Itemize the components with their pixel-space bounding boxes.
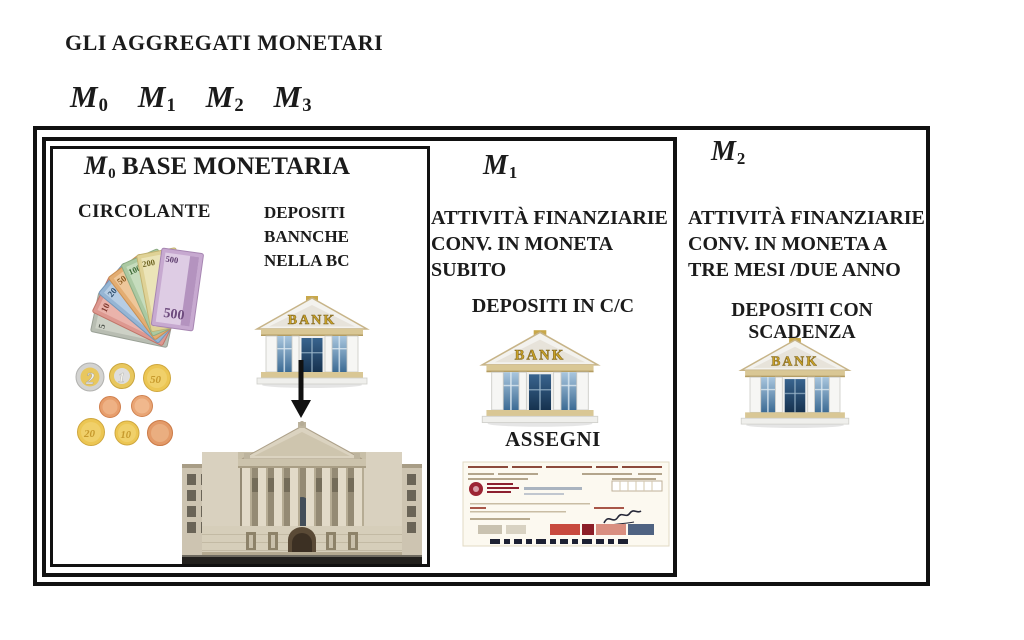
aggregate-m3: M3 bbox=[273, 79, 312, 117]
circolante-label: CIRCOLANTE bbox=[78, 201, 211, 222]
m0-deposits-label: DEPOSITI BANNCHE NELLA BC bbox=[264, 203, 350, 270]
coin-copper-3 bbox=[147, 420, 173, 446]
coin-copper-2 bbox=[131, 395, 153, 417]
coin-2-euro: 2 bbox=[75, 362, 105, 392]
bank-label: BANK bbox=[288, 313, 336, 328]
m1-heading: M1 bbox=[483, 150, 518, 183]
cheque-security-band bbox=[478, 524, 654, 535]
m1-description: ATTIVITÀ FINANZIARIE CONV. IN MONETA SUB… bbox=[431, 207, 668, 281]
aggregates-row: M0 M1 M2 M3 bbox=[70, 79, 312, 117]
m2-description: ATTIVITÀ FINANZIARIE CONV. IN MONETA A T… bbox=[688, 207, 925, 281]
svg-text:500: 500 bbox=[165, 254, 179, 266]
bank-label: BANK bbox=[771, 353, 818, 368]
banknote-500: 500 500 bbox=[150, 247, 204, 332]
svg-text:10: 10 bbox=[121, 430, 132, 441]
cheque-bank-logo bbox=[469, 482, 519, 496]
bank-label: BANK bbox=[515, 348, 566, 364]
bank-icon: BANK bbox=[479, 330, 601, 427]
svg-text:20: 20 bbox=[83, 428, 96, 440]
coin-10-cent: 10 bbox=[114, 420, 140, 446]
euro-coins-image: 2 1 50 20 10 bbox=[75, 362, 173, 446]
coin-20-cent: 20 bbox=[77, 418, 105, 446]
m1-box bbox=[42, 137, 677, 577]
m2-heading: M2 bbox=[711, 136, 746, 169]
svg-text:2: 2 bbox=[85, 369, 95, 388]
bank-icon: BANK bbox=[738, 338, 852, 428]
svg-text:200: 200 bbox=[141, 257, 155, 269]
svg-text:1: 1 bbox=[118, 371, 125, 386]
down-arrow-icon bbox=[291, 360, 311, 418]
aggregate-m0: M0 bbox=[70, 79, 108, 117]
m2-box bbox=[33, 126, 930, 586]
bank-cheque-image bbox=[462, 461, 670, 547]
micr-line bbox=[490, 539, 628, 544]
aggregate-m1: M1 bbox=[137, 79, 176, 117]
svg-text:5: 5 bbox=[96, 323, 107, 330]
aggregate-m2: M2 bbox=[205, 79, 244, 117]
coin-copper-1 bbox=[99, 396, 121, 418]
svg-text:50: 50 bbox=[150, 374, 162, 386]
m0-box bbox=[50, 146, 430, 567]
central-bank-photo bbox=[182, 421, 422, 564]
m2-deposits-label: DEPOSITI CON SCADENZA bbox=[731, 300, 873, 343]
assegni-label: ASSEGNI bbox=[505, 427, 601, 451]
euro-banknotes-image: 5 10 20 50 100 200 bbox=[90, 247, 204, 348]
bank-icon: BANK bbox=[254, 296, 370, 388]
coin-50-cent: 50 bbox=[143, 364, 171, 392]
coin-1-euro: 1 bbox=[109, 363, 135, 389]
m0-heading: M0 BASE MONETARIA bbox=[84, 151, 350, 182]
m0-heading-text: BASE MONETARIA bbox=[121, 153, 350, 180]
m1-deposits-label: DEPOSITI IN C/C bbox=[471, 295, 635, 317]
svg-text:500: 500 bbox=[162, 306, 185, 324]
page-title: GLI AGGREGATI MONETARI bbox=[65, 30, 384, 55]
signature-scribble bbox=[603, 510, 642, 524]
